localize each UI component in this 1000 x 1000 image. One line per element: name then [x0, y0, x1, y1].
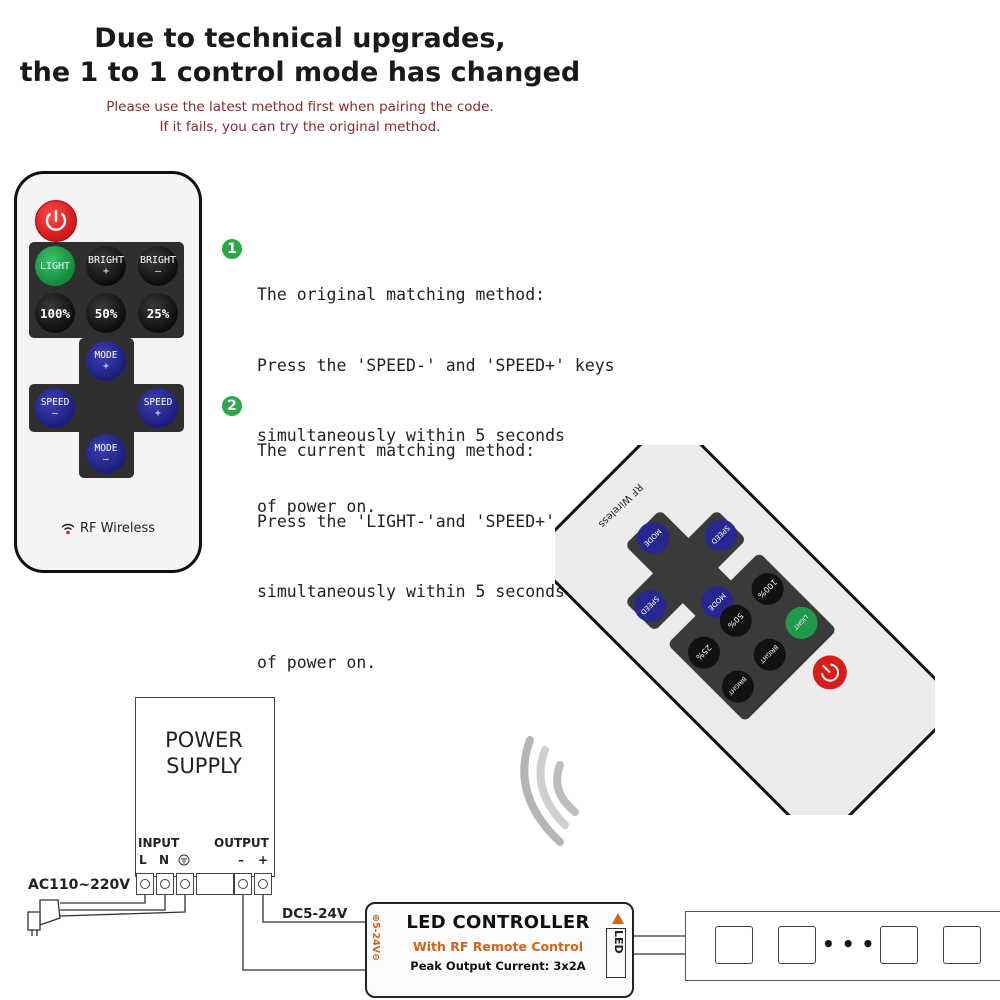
rf-wireless-label: RF Wireless — [80, 521, 156, 536]
bright-plus-key: BRIGHT+ — [86, 246, 126, 286]
led-output-port — [606, 928, 626, 978]
key-100-percent: 100% — [35, 293, 75, 333]
signal-waves-icon — [520, 736, 579, 846]
wifi-icon — [61, 523, 75, 535]
warning-triangle-icon — [612, 913, 624, 924]
step-1-badge: 1 — [222, 239, 242, 259]
power-icon — [45, 209, 67, 231]
terminal-minus — [234, 873, 252, 895]
led-chip — [943, 926, 981, 964]
controller-led-output-label: LED — [612, 930, 625, 954]
led-controller-box — [365, 902, 634, 998]
key-50-percent: 50% — [86, 293, 126, 333]
terminal-minus-label: – — [238, 853, 244, 867]
terminal-l-label: L — [139, 853, 147, 867]
mode-plus-key: MODE+ — [86, 341, 126, 381]
page-title-line-2: the 1 to 1 control mode has changed — [19, 57, 581, 88]
page-title-line-1: Due to technical upgrades, — [94, 23, 506, 54]
led-chip — [880, 926, 918, 964]
terminal-ground — [176, 873, 194, 895]
terminal-spacer — [196, 873, 234, 895]
controller-input-voltage-label: ⊕5-24V⊖ — [370, 914, 381, 962]
terminal-n-label: N — [159, 853, 170, 867]
remote-tilted: RF Wireless MODE SPEED MODE SPEED 25% BR… — [541, 426, 949, 834]
power-supply-title: POWER SUPPLY — [165, 728, 243, 778]
dc-output-label: DC5-24V — [282, 906, 348, 922]
controller-peak-current: Peak Output Current: 3x2A — [410, 959, 586, 973]
terminal-plus — [254, 873, 272, 895]
mode-minus-key: MODE– — [86, 434, 126, 474]
speed-plus-key: SPEED+ — [138, 388, 178, 428]
remote-front — [14, 171, 202, 573]
input-label: INPUT — [138, 836, 180, 850]
led-chip — [778, 926, 816, 964]
speed-minus-key: SPEED– — [35, 388, 75, 428]
key-25-percent: 25% — [138, 293, 178, 333]
pairing-note-line-2: If it fails, you can try the original me… — [159, 119, 441, 135]
output-label: OUTPUT — [214, 836, 269, 850]
terminal-l — [136, 873, 154, 895]
led-chip — [715, 926, 753, 964]
power-button — [35, 200, 77, 242]
power-supply-box — [135, 697, 275, 877]
bright-minus-key: BRIGHT– — [138, 246, 178, 286]
controller-subtitle: With RF Remote Control — [412, 939, 583, 954]
pairing-note-line-1: Please use the latest method first when … — [106, 99, 494, 115]
ac-input-label: AC110~220V — [28, 877, 131, 893]
step-1-text: The original matching method: Press the … — [257, 285, 615, 516]
light-key: LIGHT — [35, 246, 75, 286]
step-2-badge: 2 — [222, 396, 242, 416]
terminal-n — [156, 873, 174, 895]
ground-icon — [178, 854, 190, 866]
terminal-plus-label: + — [258, 853, 269, 867]
controller-title: LED CONTROLLER — [406, 912, 590, 933]
